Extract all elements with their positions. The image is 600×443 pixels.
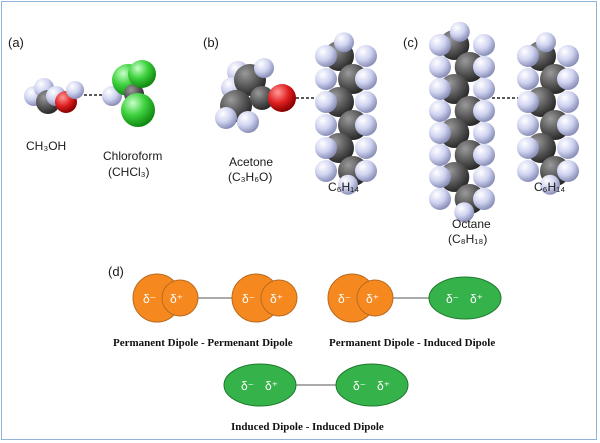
hydrogen-atom: [334, 32, 354, 53]
permanent-dipole-1: δ⁻ δ⁺: [132, 273, 199, 323]
hydrogen-atom: [540, 174, 560, 195]
hydrogen-atom: [517, 137, 539, 159]
permanent-dipole-3: δ⁻ δ⁺: [327, 273, 394, 323]
panel-d-tag: (d): [108, 264, 124, 279]
hydrogen-atom: [355, 114, 377, 136]
label-perm-perm: Permanent Dipole - Permenant Dipole: [113, 337, 293, 349]
delta-minus: δ⁻: [143, 292, 156, 306]
octane-name: Octane: [452, 217, 491, 231]
hydrogen-atom: [449, 21, 470, 42]
hydrogen-atom: [536, 32, 556, 53]
hydrogen-atom: [473, 166, 495, 188]
delta-minus: δ⁻: [242, 292, 255, 306]
delta-plus: δ⁺: [170, 292, 183, 306]
hydrogen-atom: [557, 45, 579, 67]
panel-c-tag: (c): [403, 35, 418, 50]
hydrogen-atom: [429, 100, 451, 122]
hydrogen-atom: [454, 202, 475, 223]
hydrogen-atom: [429, 144, 451, 166]
hydrogen-atom: [429, 56, 451, 78]
hydrogen-atom: [517, 45, 539, 67]
acetone-formula: (C₃H₆O): [228, 170, 272, 184]
acetone-name: Acetone: [229, 155, 273, 169]
methanol-molecule: [24, 78, 84, 114]
hexane-b-molecule: [315, 32, 377, 195]
hydrogen-atom: [473, 188, 495, 210]
label-ind-ind: Induced Dipole - Induced Dipole: [231, 421, 384, 433]
delta-minus: δ⁻: [353, 379, 366, 393]
hydrogen-atom: [473, 34, 495, 56]
hydrogen-atom: [315, 160, 337, 182]
hydrogen-atom: [429, 166, 451, 188]
methanol-label: CH₃OH: [26, 139, 66, 153]
hydrogen-atom: [355, 160, 377, 182]
delta-plus: δ⁺: [377, 379, 390, 393]
hydrogen-atom: [473, 100, 495, 122]
delta-minus: δ⁻: [338, 292, 351, 306]
hydrogen-atom: [557, 114, 579, 136]
chloroform-name: Chloroform: [103, 149, 162, 163]
hydrogen-atom: [315, 91, 337, 113]
hydrogen-atom: [473, 56, 495, 78]
delta-plus: δ⁺: [470, 292, 483, 306]
hydrogen-atom: [517, 114, 539, 136]
hydrogen-atom: [315, 114, 337, 136]
hydrogen-atom: [473, 122, 495, 144]
octane-formula: (C₈H₁₈): [448, 232, 487, 246]
hydrogen-atom: [429, 34, 451, 56]
induced-dipole-2: δ⁻ δ⁺: [223, 363, 297, 407]
hexane-c-molecule: [517, 32, 579, 195]
induced-dipole-3: δ⁻ δ⁺: [335, 363, 409, 407]
hydrogen-atom: [429, 188, 451, 210]
hydrogen-atom: [315, 45, 337, 67]
hydrogen-atom: [557, 68, 579, 90]
hydrogen-atom: [429, 78, 451, 100]
hydrogen-atom: [355, 91, 377, 113]
octane-molecule: [429, 21, 495, 223]
hydrogen-atom: [315, 68, 337, 90]
panel-b-tag: (b): [203, 35, 219, 50]
hydrogen-atom: [517, 68, 539, 90]
hydrogen-atom: [517, 91, 539, 113]
label-perm-ind: Permanent Dipole - Induced Dipole: [329, 337, 495, 349]
hydrogen-atom: [355, 137, 377, 159]
hydrogen-atom: [557, 91, 579, 113]
chloroform-molecule: [102, 60, 156, 127]
delta-plus: δ⁺: [366, 292, 379, 306]
delta-plus: δ⁺: [270, 292, 283, 306]
hexane-c-label: C₆H₁₄: [534, 180, 565, 194]
panel-a-tag: (a): [8, 35, 24, 50]
acetone-molecule: [215, 58, 296, 133]
hydrogen-atom: [557, 160, 579, 182]
hydrogen-atom: [473, 78, 495, 100]
hydrogen-atom: [338, 174, 358, 195]
hydrogen-atom: [517, 160, 539, 182]
hydrogen-atom: [315, 137, 337, 159]
hydrogen-atom: [355, 45, 377, 67]
hydrogen-atom: [557, 137, 579, 159]
hydrogen-atom: [355, 68, 377, 90]
chloroform-formula: (CHCl₃): [108, 165, 150, 179]
delta-minus: δ⁻: [446, 292, 459, 306]
hydrogen-atom: [429, 122, 451, 144]
permanent-dipole-2: δ⁻ δ⁺: [231, 273, 298, 323]
hydrogen-atom: [473, 144, 495, 166]
hexane-b-label: C₆H₁₄: [328, 180, 359, 194]
delta-minus: δ⁻: [241, 379, 254, 393]
delta-plus: δ⁺: [265, 379, 278, 393]
induced-dipole-1: δ⁻ δ⁺: [428, 276, 502, 320]
